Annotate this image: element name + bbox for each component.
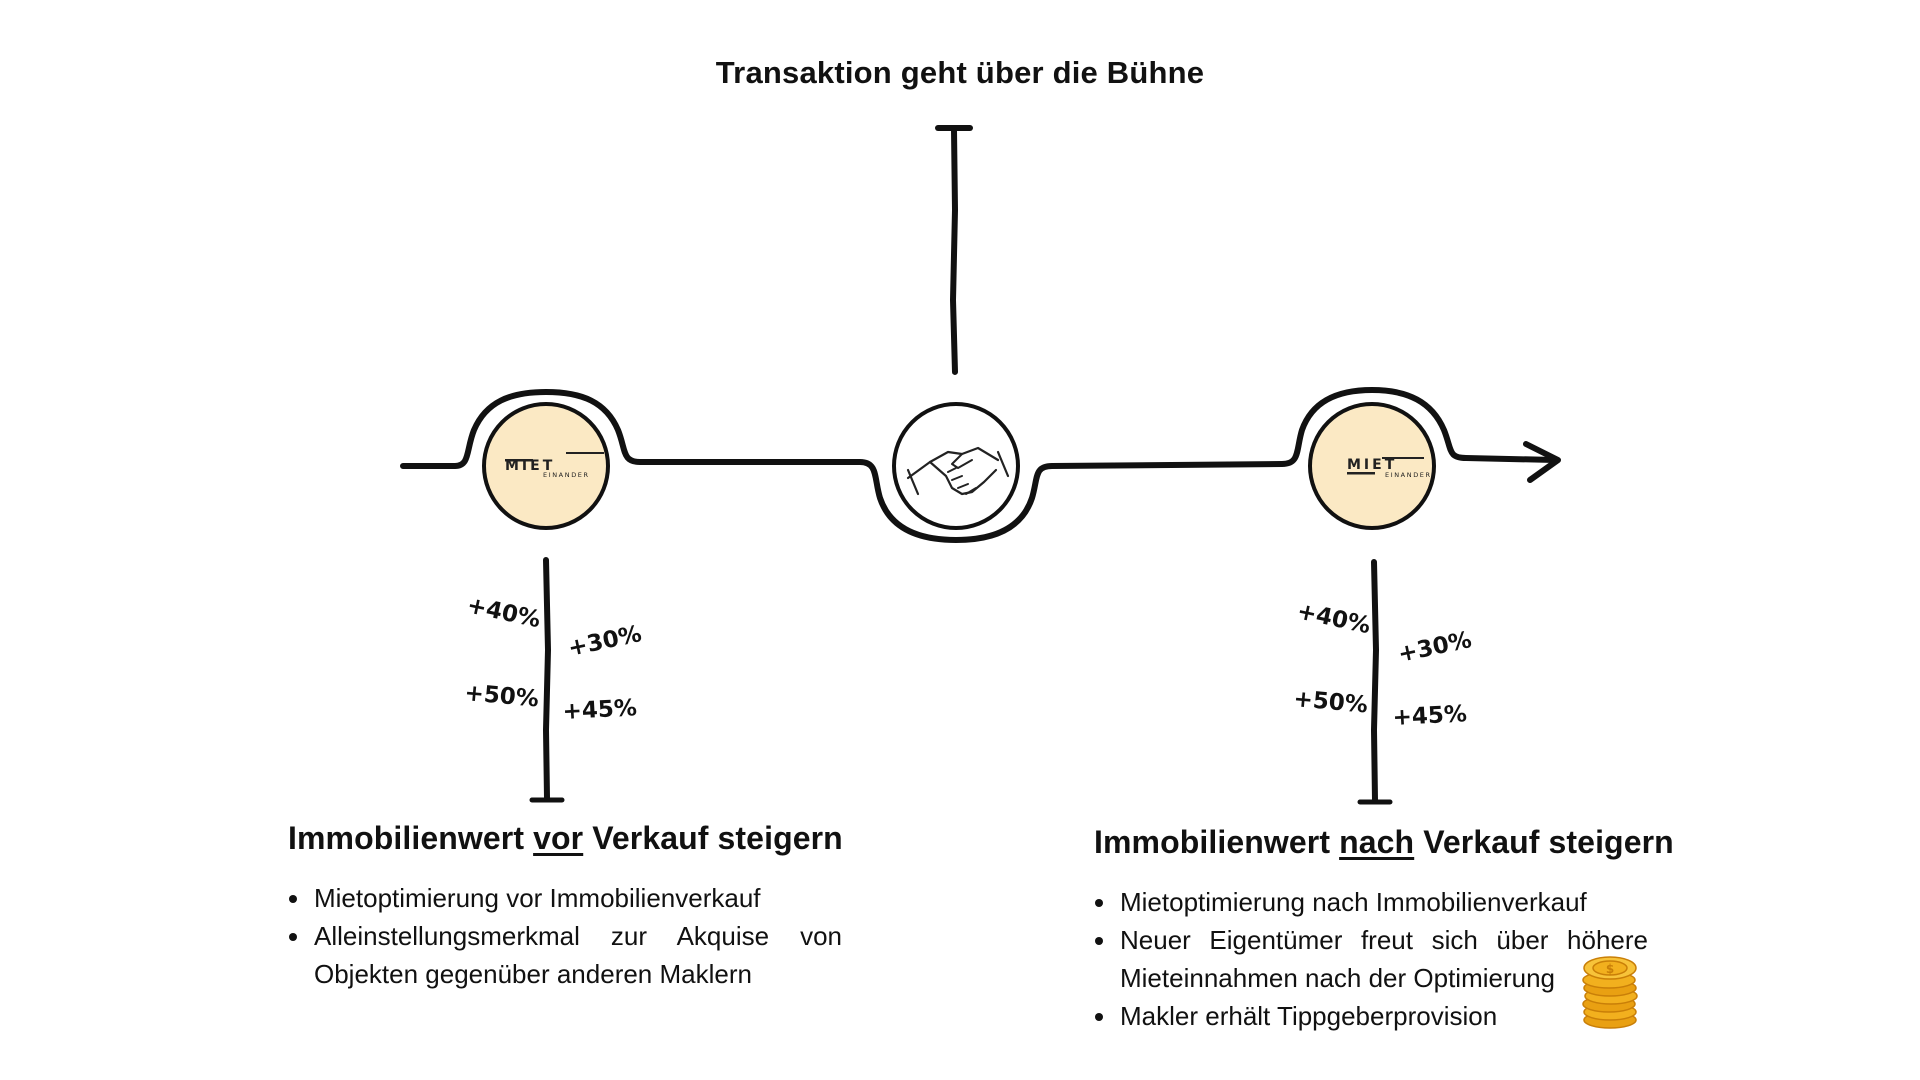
left-bullet-list: Mietoptimierung vor Immobilienverkauf Al…: [288, 879, 842, 993]
right-bullet: Neuer Eigentümer freut sich über höhere …: [1118, 921, 1648, 997]
left-pct-45: +45%: [562, 695, 638, 725]
right-logo-main: MIET: [1347, 457, 1397, 473]
left-value-line: [542, 557, 552, 801]
left-logo-sub: EINANDER: [543, 471, 590, 479]
left-bullet: Mietoptimierung vor Immobilienverkauf: [312, 879, 842, 917]
left-pct-50: +50%: [463, 680, 539, 712]
right-logo-sub: EINANDER: [1385, 471, 1432, 479]
left-pct-30: +30%: [566, 621, 644, 662]
right-pct-30: +30%: [1396, 627, 1474, 668]
left-bullet: Alleinstellungsmerkmal zur Akquise von O…: [312, 917, 842, 993]
left-heading-post: Verkauf steigern: [592, 820, 843, 856]
right-value-line: [1370, 559, 1380, 803]
right-bullet: Makler erhält Tippgeberprovision: [1118, 997, 1648, 1035]
left-heading-pre: Immobilienwert: [288, 820, 525, 856]
timeline-line: [400, 387, 1558, 543]
right-heading-post: Verkauf steigern: [1423, 824, 1674, 860]
left-node: MIET EINANDER: [482, 402, 610, 530]
right-heading-emph: nach: [1339, 824, 1415, 860]
right-bullet: Mietoptimierung nach Immobilienverkauf: [1118, 883, 1648, 921]
left-section: Immobilienwert vor Verkauf steigern Miet…: [288, 820, 843, 993]
coin-stack-icon: $: [1582, 956, 1638, 1029]
right-section: Immobilienwert nach Verkauf steigern Mie…: [1094, 824, 1674, 1035]
right-pct-45: +45%: [1392, 701, 1468, 731]
timeline-arrowhead: [1523, 441, 1561, 483]
right-heading: Immobilienwert nach Verkauf steigern: [1094, 824, 1674, 861]
left-pct-40: +40%: [465, 592, 543, 633]
left-heading: Immobilienwert vor Verkauf steigern: [288, 820, 843, 857]
right-pct-50: +50%: [1292, 686, 1368, 718]
left-heading-emph: vor: [533, 820, 584, 856]
transaction-label: Transaktion geht über die Bühne: [715, 55, 1205, 90]
right-pct-40: +40%: [1295, 598, 1373, 639]
left-logo-main: MIET: [505, 458, 555, 474]
svg-text:$: $: [1606, 962, 1614, 976]
right-node: MIET EINANDER: [1308, 402, 1436, 530]
transaction-up-line: [949, 127, 959, 375]
right-bullet-list: Mietoptimierung nach Immobilienverkauf N…: [1094, 883, 1648, 1035]
right-heading-pre: Immobilienwert: [1094, 824, 1331, 860]
handshake-icon: [892, 402, 1020, 530]
